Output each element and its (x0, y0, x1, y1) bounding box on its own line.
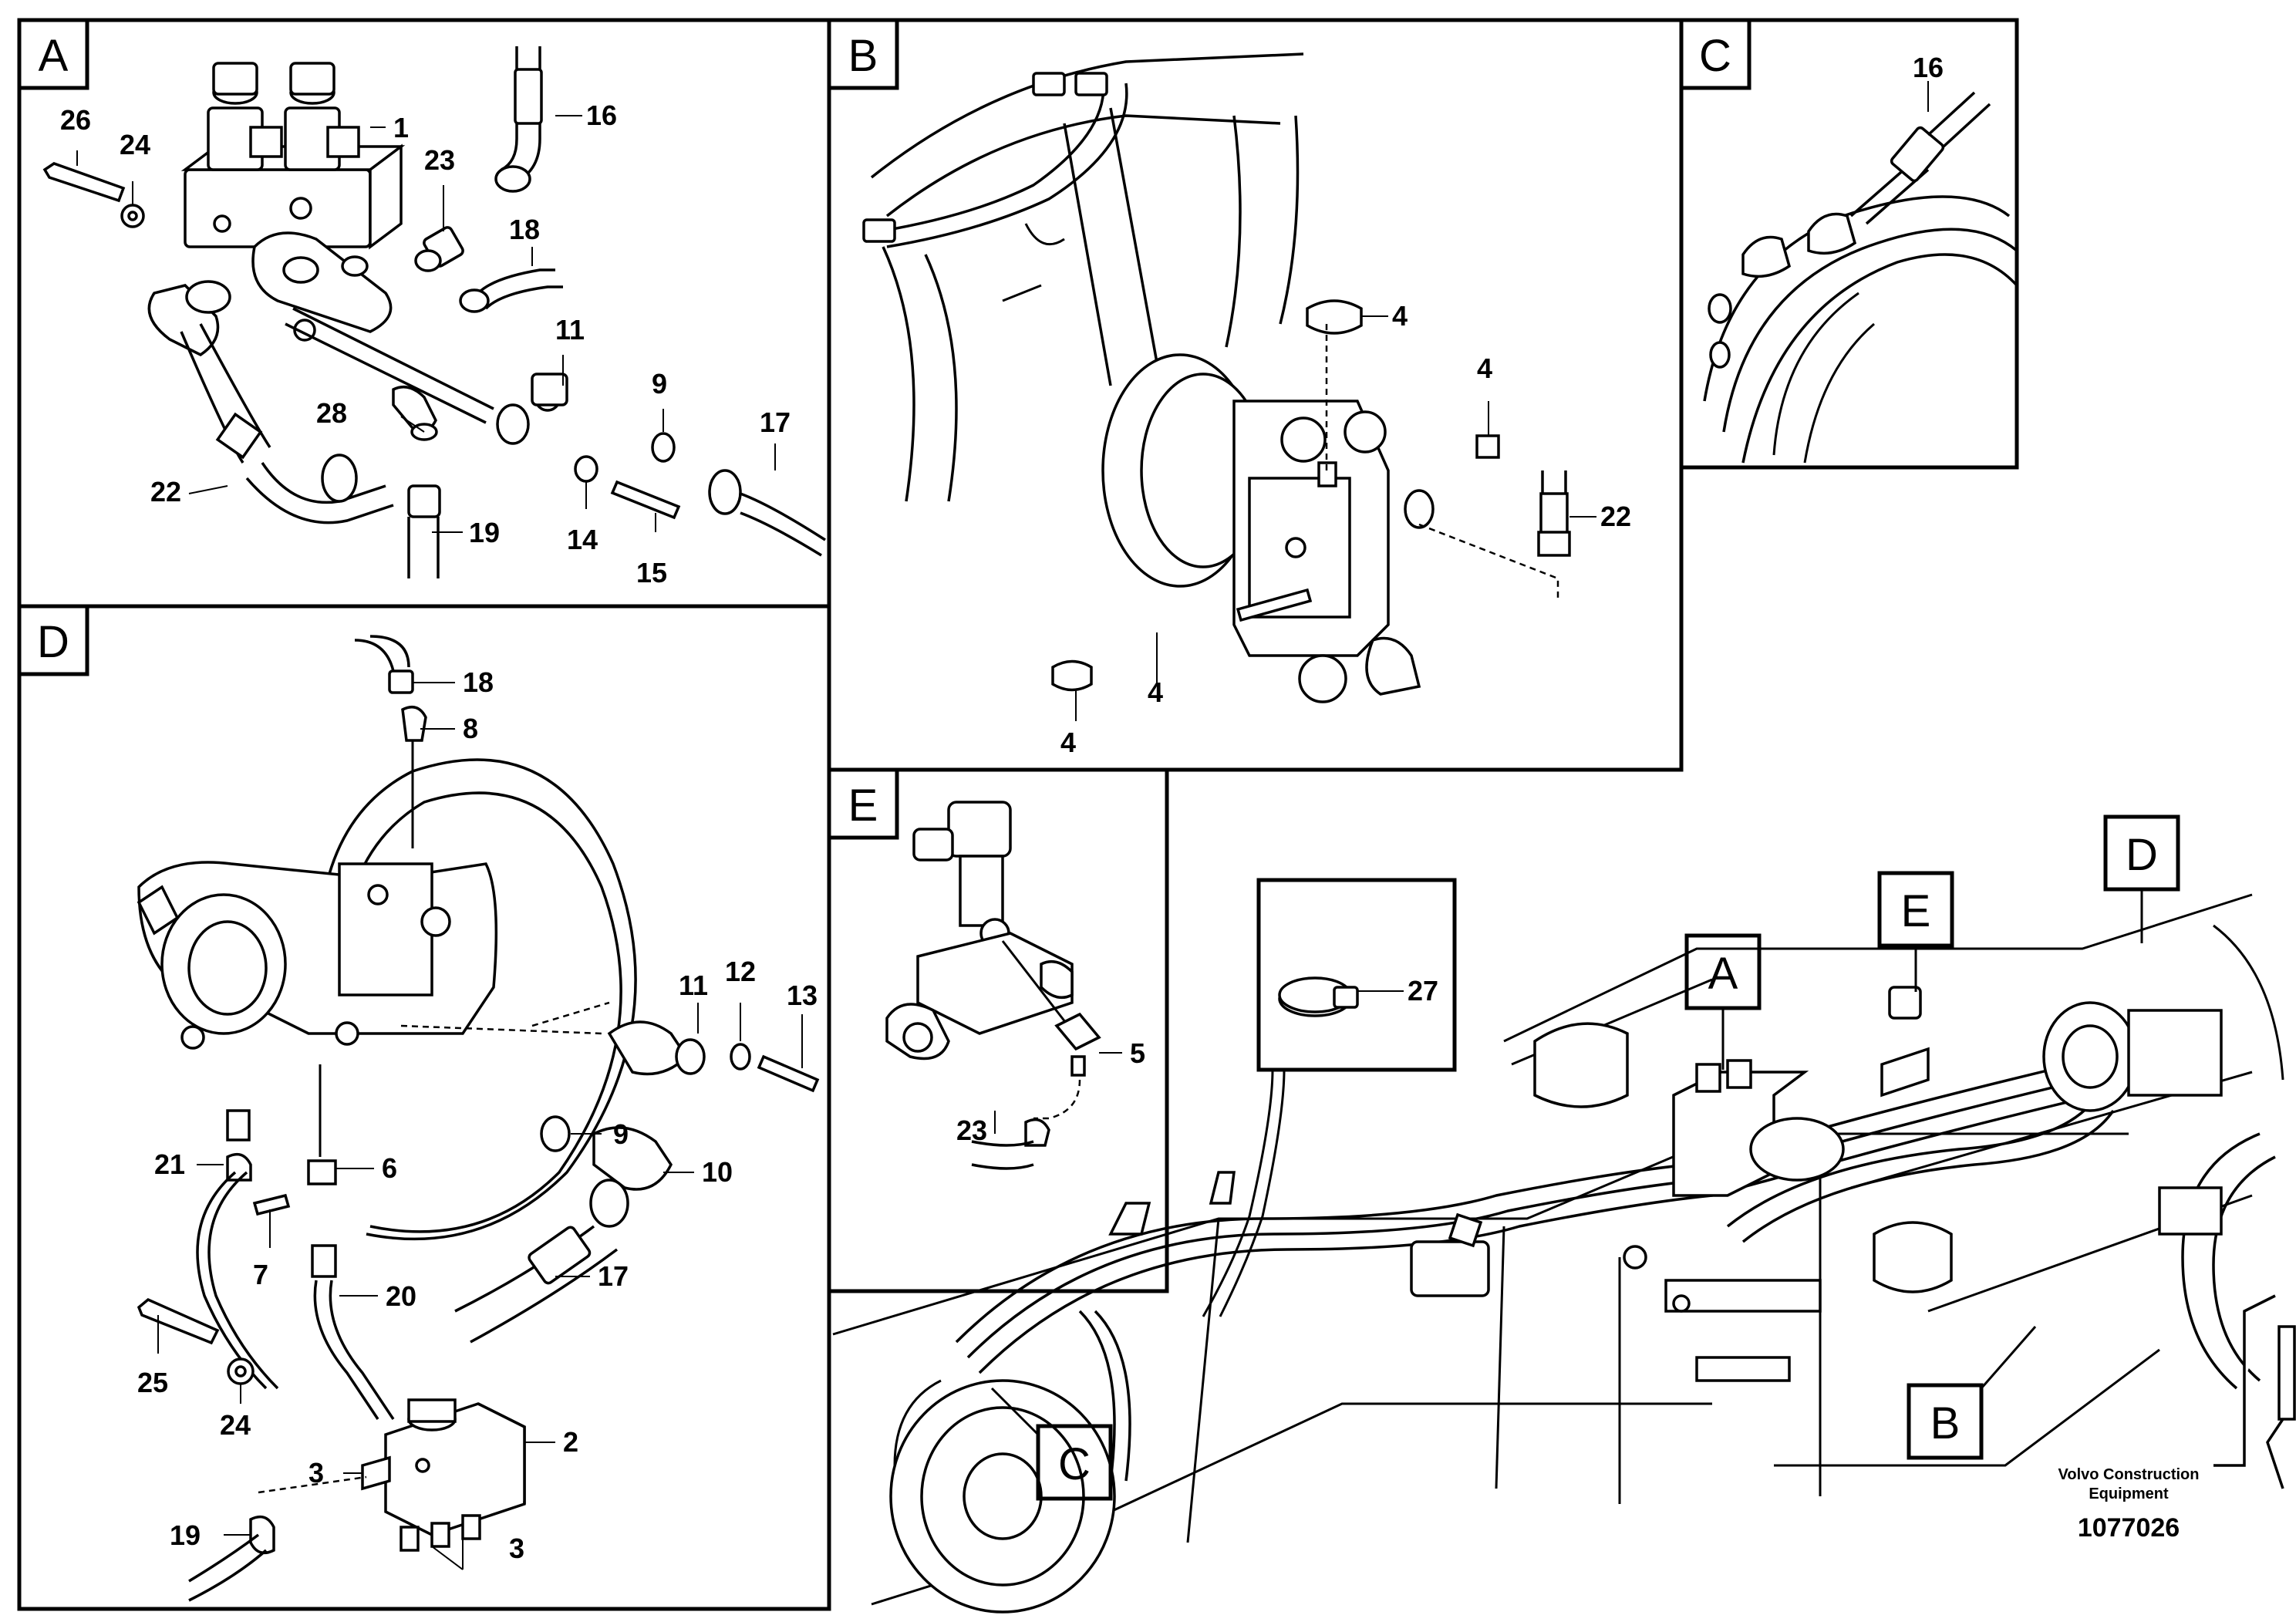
panel-e-callouts: 5 23 (956, 1037, 1145, 1146)
document-number: 1077026 (2078, 1513, 2180, 1543)
callout-d-24: 24 (220, 1409, 251, 1441)
callout-b-4-center: 4 (1148, 676, 1163, 708)
callout-a-1: 1 (393, 112, 409, 143)
clamp-inset-callouts: 27 (1408, 975, 1438, 1007)
callout-a-19: 19 (469, 517, 500, 548)
overview-tag-e: E (1877, 871, 1954, 992)
callout-d-25: 25 (137, 1367, 168, 1398)
panel-b-callouts: 4 4 4 4 22 (1060, 300, 1631, 758)
callout-e-5: 5 (1130, 1037, 1145, 1069)
overview-tag-c: C (990, 1387, 1113, 1501)
callout-clamp-27: 27 (1408, 975, 1438, 1007)
callout-d-8: 8 (463, 713, 478, 744)
callout-d-17: 17 (598, 1260, 629, 1292)
callout-a-24: 24 (120, 129, 150, 160)
callout-a-9: 9 (652, 368, 667, 400)
overview-tag-d: D (2103, 814, 2180, 943)
overview-tag-b-letter: B (1930, 1398, 1961, 1448)
callout-a-22: 22 (150, 476, 181, 508)
panel-c-frame (1679, 18, 2019, 470)
panel-d-letter: D (37, 617, 69, 667)
callout-b-22: 22 (1600, 501, 1631, 532)
panel-c-letter: C (1699, 31, 1731, 81)
credit-line-2: Equipment (2089, 1485, 2169, 1502)
callout-d-10: 10 (702, 1156, 733, 1188)
callout-d-12: 12 (725, 956, 756, 987)
callout-a-15: 15 (636, 557, 667, 588)
callout-d-19: 19 (170, 1519, 201, 1551)
callout-a-11: 11 (555, 314, 585, 346)
panel-c-drawing (1703, 81, 2018, 464)
callout-a-28: 28 (316, 397, 347, 429)
callout-d-2: 2 (563, 1426, 578, 1458)
overview-tag-b: B (1907, 1326, 2037, 1460)
panel-a-letter-box: A (17, 18, 89, 90)
credit-line-1: Volvo Construction (2058, 1466, 2200, 1483)
overview-tag-d-letter: D (2126, 830, 2158, 880)
panel-d-drawing (137, 635, 820, 1602)
callout-a-16: 16 (586, 99, 617, 131)
callout-d-7: 7 (253, 1259, 268, 1290)
panel-e-frame (827, 767, 1169, 1293)
overview-tag-c-letter: C (1058, 1439, 1091, 1489)
callout-d-20: 20 (386, 1280, 416, 1312)
panel-a-drawing (42, 46, 826, 578)
callout-e-23: 23 (956, 1114, 987, 1146)
clamp-inset-drawing (1202, 976, 1404, 1317)
overview-tag-a-letter: A (1708, 949, 1738, 999)
callout-d-11: 11 (679, 969, 708, 1001)
panel-b-drawing (862, 52, 1596, 721)
panel-a-frame (17, 18, 831, 609)
overview-tag-a: A (1684, 933, 1762, 1070)
callout-d-3-left: 3 (308, 1457, 324, 1489)
panel-b-letter-box: B (827, 18, 899, 90)
callout-d-21: 21 (154, 1148, 185, 1180)
callout-d-6: 6 (382, 1152, 397, 1184)
clamp-inset-frame (1256, 878, 1457, 1072)
panel-c-callouts: 16 (1913, 52, 1944, 83)
panel-e-letter: E (848, 781, 878, 831)
credit-block: Volvo Construction Equipment 1077026 (2058, 1466, 2200, 1543)
callout-a-23: 23 (424, 144, 455, 176)
panel-d-letter-box: D (17, 604, 89, 676)
overview-tag-e-letter: E (1901, 886, 1931, 936)
panel-d-callouts: 18 8 11 12 13 9 10 21 6 7 20 17 25 24 2 … (137, 666, 818, 1564)
callout-d-18: 18 (463, 666, 494, 698)
callout-a-18: 18 (509, 214, 540, 245)
callout-d-13: 13 (787, 980, 818, 1011)
callout-b-4-top: 4 (1392, 300, 1408, 332)
callout-a-14: 14 (567, 524, 598, 555)
panel-e-letter-box: E (827, 767, 899, 840)
callout-c-16: 16 (1913, 52, 1944, 83)
overview-machine-drawing (832, 893, 2296, 1614)
panel-a-letter: A (39, 31, 69, 81)
callout-a-26: 26 (60, 104, 91, 136)
callout-b-4-bottom: 4 (1060, 727, 1076, 758)
callout-a-17: 17 (760, 406, 791, 438)
callout-d-3-bottom: 3 (509, 1533, 524, 1564)
panel-e-drawing (885, 801, 1122, 1170)
panel-b-letter: B (848, 31, 878, 81)
panel-c-letter-box: C (1679, 18, 1752, 90)
callout-d-9: 9 (613, 1118, 629, 1150)
callout-b-4-right: 4 (1477, 352, 1492, 384)
panel-a-callouts: 1 16 23 18 11 9 17 28 19 14 15 22 24 26 (60, 99, 791, 588)
